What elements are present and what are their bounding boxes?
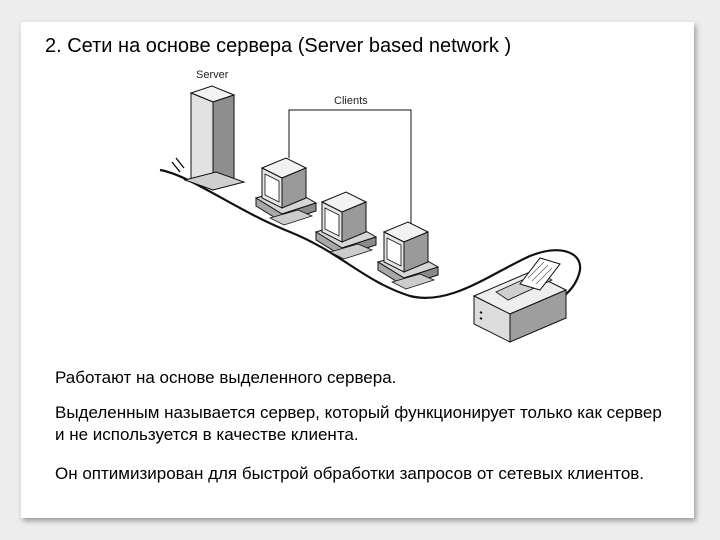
clients-bracket	[288, 109, 412, 245]
cable-end-terminator	[171, 157, 185, 173]
network-printer	[472, 257, 568, 343]
server-tower	[183, 85, 246, 191]
paragraph-optimization: Он оптимизирован для быстрой обработки з…	[55, 464, 645, 483]
network-cable	[159, 168, 582, 307]
paragraph-dedicated-server: Работают на основе выделенного сервера.	[55, 368, 397, 387]
client-workstation-1	[254, 157, 318, 226]
server-label: Server	[196, 69, 229, 81]
client-workstation-3	[376, 221, 440, 290]
paragraph-definition: Выделенным называется сервер, который фу…	[55, 403, 662, 444]
clients-label: Clients	[334, 95, 368, 107]
client-workstation-2	[314, 191, 378, 260]
slide-title: 2. Сети на основе сервера (Server based …	[45, 35, 512, 57]
